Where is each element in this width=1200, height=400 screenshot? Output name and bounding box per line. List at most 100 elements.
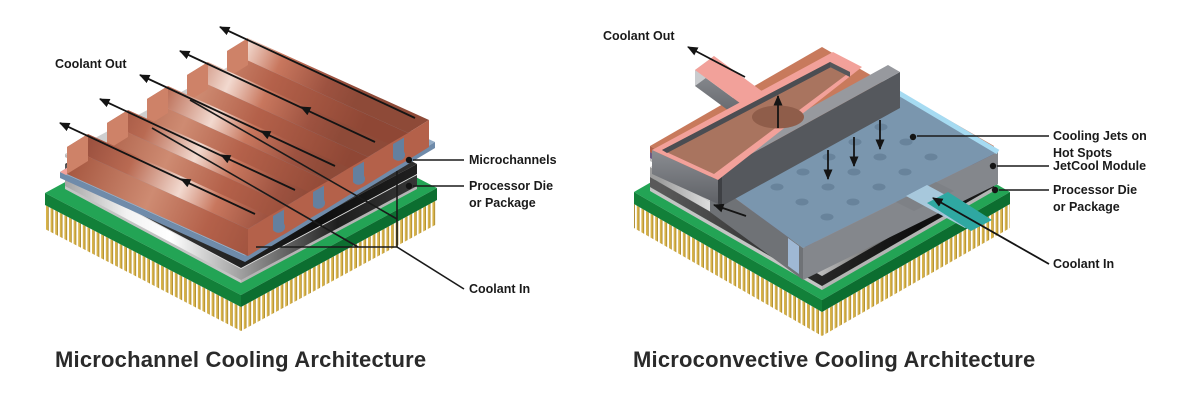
layer-side: [241, 175, 417, 280]
fin-front-cap: [368, 144, 389, 184]
jet-dots: [770, 123, 938, 221]
microconvective-diagram: Coolant Out Cooling Jets on Hot Spots Je…: [603, 29, 1147, 336]
microchannels-label: Microchannels: [469, 153, 557, 167]
pointer-dot: [989, 162, 997, 170]
layer-side: [650, 187, 822, 290]
fin-back-cap: [147, 86, 168, 126]
manifold-inner-wall: [662, 62, 835, 153]
pcb-pins-right: [241, 200, 437, 331]
coolant-in-label: Coolant In: [1053, 257, 1114, 271]
copper-fin: [67, 134, 269, 256]
mid-arrowhead: [300, 106, 312, 116]
mid-arrowhead: [220, 154, 232, 164]
coolant-in-pointer: [151, 99, 465, 290]
pointer-dot: [909, 133, 917, 141]
jet-dot: [924, 153, 938, 161]
pcb-pins-left: [45, 205, 241, 331]
jetcool-module-label: JetCool Module: [1053, 159, 1146, 173]
fin-front-cap: [328, 168, 349, 208]
jet-dot: [899, 138, 913, 146]
label-pointers: [405, 156, 464, 190]
coolant-out-label: Coolant Out: [603, 29, 675, 43]
pointer-dot: [991, 186, 999, 194]
jet-dot: [898, 168, 912, 176]
coolant-out-arrow: [687, 46, 746, 78]
flow-arrow: [59, 122, 256, 215]
pointer-line: [151, 127, 359, 248]
channel-front-webs: [269, 133, 408, 243]
manifold-front-face: [652, 150, 718, 204]
processor-die-label-line1: Processor Die: [469, 179, 553, 193]
pcb-left-face: [634, 192, 822, 312]
right-diagram-title: Microconvective Cooling Architecture: [633, 347, 1036, 372]
channel-plate-side: [245, 142, 435, 262]
fin-top-face: [107, 110, 309, 205]
fin-back-cap: [67, 134, 88, 174]
channel-u-port: [273, 209, 286, 233]
fin-top-face: [227, 38, 429, 133]
channel-plate-side: [60, 172, 245, 262]
pointer-line: [189, 99, 398, 220]
jet-dot: [846, 198, 860, 206]
fin-front-cap: [408, 120, 429, 160]
mid-arrowhead: [180, 178, 192, 188]
channel-u-port: [393, 137, 406, 161]
pipe-top-face: [695, 56, 763, 106]
processor-die-label-line1: Processor Die: [1053, 183, 1137, 197]
layer-side: [241, 164, 417, 268]
cooling-jets-label-line2: Hot Spots: [1053, 146, 1112, 160]
manifold-inner-wall: [830, 62, 850, 77]
pcb-pins-right: [822, 204, 1010, 336]
mid-arrowhead: [260, 130, 272, 140]
module-right-face: [803, 152, 998, 280]
pcb-left-face: [45, 193, 241, 307]
jet-dot: [847, 168, 861, 176]
module-left-face: [710, 180, 803, 280]
jet-dot: [848, 138, 862, 146]
fin-front-cap: [248, 216, 269, 256]
jet-dot: [770, 183, 784, 191]
label-pointers: [909, 133, 1049, 194]
manifold: [652, 52, 862, 204]
channel-u-port: [353, 161, 366, 185]
fin-left-face: [67, 147, 248, 256]
jet-dot: [873, 153, 887, 161]
pointer-line: [396, 246, 465, 290]
jet-dot: [822, 153, 836, 161]
ridge-front-face: [722, 72, 900, 206]
module-side-window: [788, 238, 799, 274]
side-flow-arrow: [713, 203, 747, 217]
flow-arrow: [139, 74, 336, 167]
jet-dot: [796, 168, 810, 176]
flow-arrow: [99, 98, 296, 191]
layer-side: [65, 175, 241, 280]
fin-top-face: [187, 62, 389, 157]
flow-arrows: [687, 46, 1050, 265]
jet-plate-highlight-edge: [890, 86, 1000, 155]
left-diagram-title: Microchannel Cooling Architecture: [55, 347, 427, 372]
channel-u-port: [313, 185, 326, 209]
jet-dot: [872, 183, 886, 191]
fin-back-cap: [227, 38, 248, 78]
fin-back-cap: [107, 110, 128, 150]
fin-top-face: [67, 134, 269, 229]
coolant-in-label: Coolant In: [469, 282, 530, 296]
flow-arrow: [179, 50, 376, 143]
cooling-diagrams: Coolant Out Microchannels Processor Die …: [45, 26, 1147, 336]
jet-dot: [821, 183, 835, 191]
jet-dot: [820, 213, 834, 221]
processor-die-label-line2: or Package: [1053, 200, 1120, 214]
pcb-pins-left: [634, 204, 822, 336]
jet-dot: [795, 198, 809, 206]
pointer-dot: [405, 182, 413, 190]
coolant-out-label: Coolant Out: [55, 57, 127, 71]
flow-arrows: [59, 26, 416, 215]
pointer-dot: [405, 156, 413, 164]
fin-back-cap: [187, 62, 208, 102]
processor-die-label-line2: or Package: [469, 196, 536, 210]
cooling-jets-label-line1: Cooling Jets on: [1053, 129, 1147, 143]
microchannel-diagram: Coolant Out Microchannels Processor Die …: [45, 26, 557, 331]
jet-dot: [874, 123, 888, 131]
coolant-in-arrow: [932, 197, 1050, 265]
